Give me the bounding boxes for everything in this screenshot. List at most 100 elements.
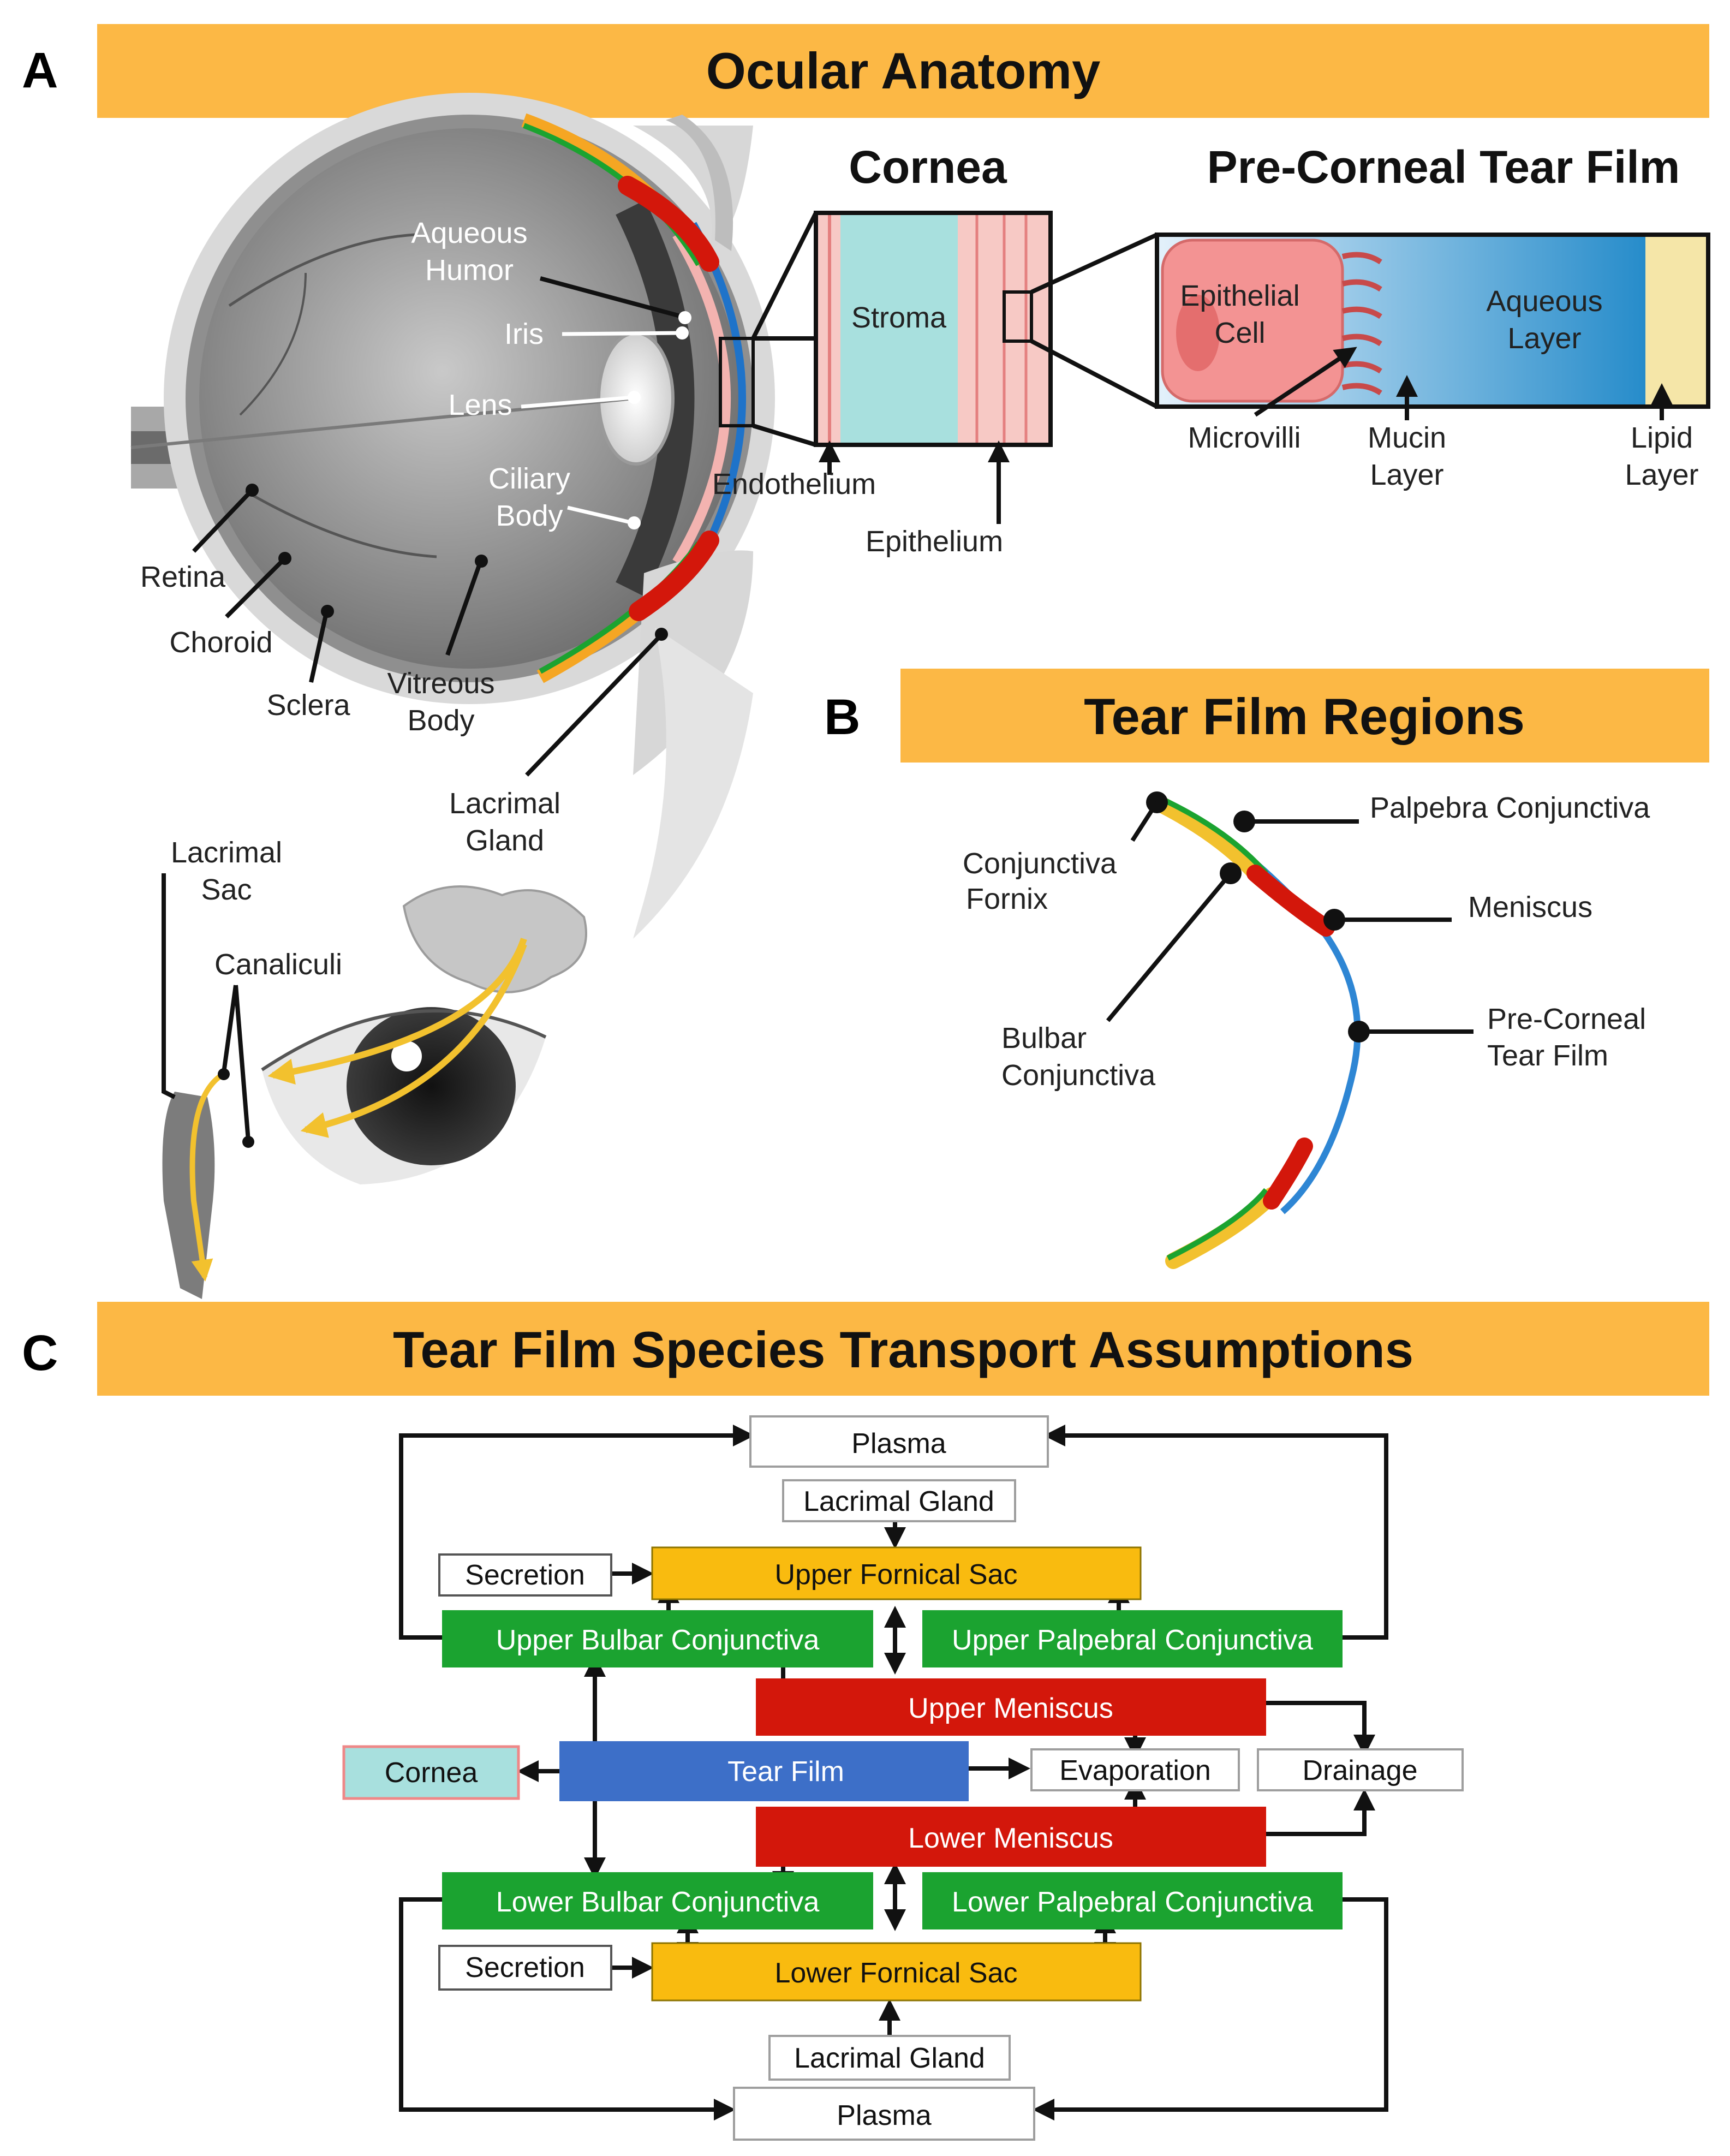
fornix-leader — [1130, 801, 1159, 842]
retina-label: Retina — [140, 561, 226, 593]
meniscus-label: Meniscus — [1468, 891, 1592, 924]
upper-fornical-sac-label: Upper Fornical Sac — [774, 1559, 1017, 1591]
secretion-top-label: Secretion — [465, 1559, 585, 1591]
tear-film-box-label: Tear Film — [727, 1756, 844, 1788]
aqueous-layer-label-1: Aqueous — [1486, 285, 1602, 318]
lens-label: Lens — [448, 389, 512, 421]
aqueous-humor-label-1: Aqueous — [411, 217, 527, 249]
aqueous-humor-leader — [539, 276, 683, 319]
lacrimal-gland-label-2: Gland — [466, 824, 544, 857]
lacrimal-gland-top-box: Lacrimal Gland — [782, 1479, 1016, 1522]
mucin-layer-label-2: Layer — [1370, 458, 1443, 491]
lower-palpebral-conjunctiva-box: Lower Palpebral Conjunctiva — [922, 1872, 1343, 1929]
lacrimal-gland-top-label: Lacrimal Gland — [803, 1486, 994, 1517]
arrow-um-drainage — [1266, 1701, 1375, 1756]
lacrimal-gland-bottom-box: Lacrimal Gland — [768, 2035, 1011, 2081]
precorneal-label-1: Pre-Corneal — [1487, 1003, 1646, 1035]
upper-fornical-sac-box: Upper Fornical Sac — [651, 1546, 1142, 1600]
lacrimal-sac-leader — [162, 873, 176, 1099]
lipid-layer-label-1: Lipid — [1631, 421, 1693, 454]
secretion-top-box: Secretion — [438, 1553, 612, 1597]
lower-meniscus-box: Lower Meniscus — [756, 1807, 1266, 1867]
panel-a-banner — [97, 24, 1709, 118]
arrow-upc-to-plasma — [1043, 1425, 1388, 1640]
lower-bulbar-conjunctiva-label: Lower Bulbar Conjunctiva — [496, 1886, 820, 1918]
bulbar-label-2: Conjunctiva — [1001, 1059, 1156, 1092]
upper-meniscus-box: Upper Meniscus — [756, 1678, 1266, 1736]
bulbar-leader — [1106, 872, 1233, 1022]
sclera-dot — [321, 605, 334, 618]
outer-eye-illustration — [162, 885, 587, 1299]
aqueous-humor-label-2: Humor — [425, 254, 514, 287]
sclera-leader — [309, 612, 329, 683]
zoom-line-4 — [1030, 339, 1158, 409]
fornix-label-1: Conjunctiva — [963, 847, 1117, 880]
drainage-label: Drainage — [1302, 1755, 1417, 1786]
arrow-lbc-to-plasma — [399, 1897, 736, 2121]
vitreous-body-leader — [445, 561, 482, 656]
panel-a-title: Ocular Anatomy — [706, 42, 1101, 99]
microvilli-label: Microvilli — [1188, 421, 1301, 454]
tear-film-heading: Pre-Corneal Tear Film — [1207, 141, 1680, 193]
lens-dot — [628, 391, 641, 404]
cornea-box: Cornea — [342, 1745, 520, 1800]
evaporation-box: Evaporation — [1030, 1748, 1240, 1791]
canaliculi-label: Canaliculi — [214, 948, 342, 981]
plasma-top-box: Plasma — [749, 1415, 1049, 1468]
vitreous-body-label-2: Body — [407, 704, 474, 737]
zoom-line-2 — [752, 424, 817, 447]
lipid-layer-label-2: Layer — [1625, 458, 1698, 491]
plasma-top-label: Plasma — [851, 1428, 946, 1460]
lower-fornical-sac-box: Lower Fornical Sac — [651, 1942, 1142, 2002]
vitreous-body-dot — [475, 555, 488, 568]
upper-bulbar-conjunctiva-label: Upper Bulbar Conjunctiva — [496, 1624, 820, 1656]
epithelium-label: Epithelium — [866, 525, 1003, 558]
choroid-leader — [225, 558, 285, 618]
retina-dot — [246, 484, 259, 497]
cornea-box-label: Cornea — [385, 1757, 478, 1789]
secretion-bottom-box: Secretion — [438, 1945, 612, 1991]
zoom-box-eye — [719, 337, 755, 427]
iris-dot — [676, 326, 689, 340]
retina-leader — [192, 490, 253, 553]
zoom-line-1 — [751, 212, 818, 340]
plasma-bottom-label: Plasma — [837, 2100, 931, 2131]
panel-c-letter: C — [22, 1325, 58, 1381]
tear-film-box: Tear Film — [559, 1741, 969, 1801]
ciliary-body-dot — [628, 516, 641, 529]
panel-c-banner — [97, 1302, 1709, 1396]
fornix-label-2: Fornix — [966, 883, 1048, 915]
lens-leader — [521, 395, 634, 409]
epithelial-cell-label-1: Epithelial — [1180, 279, 1299, 312]
canaliculi-leader-1 — [222, 985, 238, 1073]
lower-bulbar-conjunctiva-box: Lower Bulbar Conjunctiva — [442, 1872, 873, 1929]
tear-film-region-curve — [1149, 794, 1361, 1269]
stroma-label: Stroma — [851, 301, 947, 334]
panel-a-letter: A — [22, 43, 58, 98]
panel-c-title: Tear Film Species Transport Assumptions — [393, 1321, 1413, 1378]
canaliculi-dot-1 — [218, 1068, 230, 1080]
aqueous-humor-dot — [678, 311, 691, 324]
ciliary-body-label-2: Body — [496, 499, 563, 532]
microvilli-arrow — [1254, 347, 1357, 417]
iris-label: Iris — [504, 318, 544, 350]
plasma-bottom-box: Plasma — [733, 2087, 1035, 2141]
vitreous-body-label-1: Vitreous — [387, 667, 494, 700]
upper-palpebral-conjunctiva-label: Upper Palpebral Conjunctiva — [952, 1624, 1313, 1656]
cornea-section — [814, 211, 1053, 447]
choroid-label: Choroid — [169, 626, 272, 659]
upper-palpebral-conjunctiva-box: Upper Palpebral Conjunctiva — [922, 1610, 1343, 1667]
aqueous-layer-label-2: Layer — [1507, 322, 1581, 355]
precorneal-label-2: Tear Film — [1487, 1039, 1608, 1072]
eyeball-illustration — [130, 93, 775, 939]
cornea-heading: Cornea — [849, 141, 1007, 193]
secretion-bottom-label: Secretion — [465, 1952, 585, 1984]
lacrimal-gland-dot — [655, 628, 668, 641]
lower-palpebral-conjunctiva-label: Lower Palpebral Conjunctiva — [952, 1886, 1313, 1918]
arrow-lpc-to-plasma — [1033, 1897, 1388, 2121]
lacrimal-gland-label-1: Lacrimal — [449, 787, 560, 820]
lacrimal-gland-leader — [525, 634, 662, 777]
lacrimal-sac-label-1: Lacrimal — [171, 836, 282, 869]
aqueous-humor-label-group: Aqueous Humor — [411, 217, 691, 324]
